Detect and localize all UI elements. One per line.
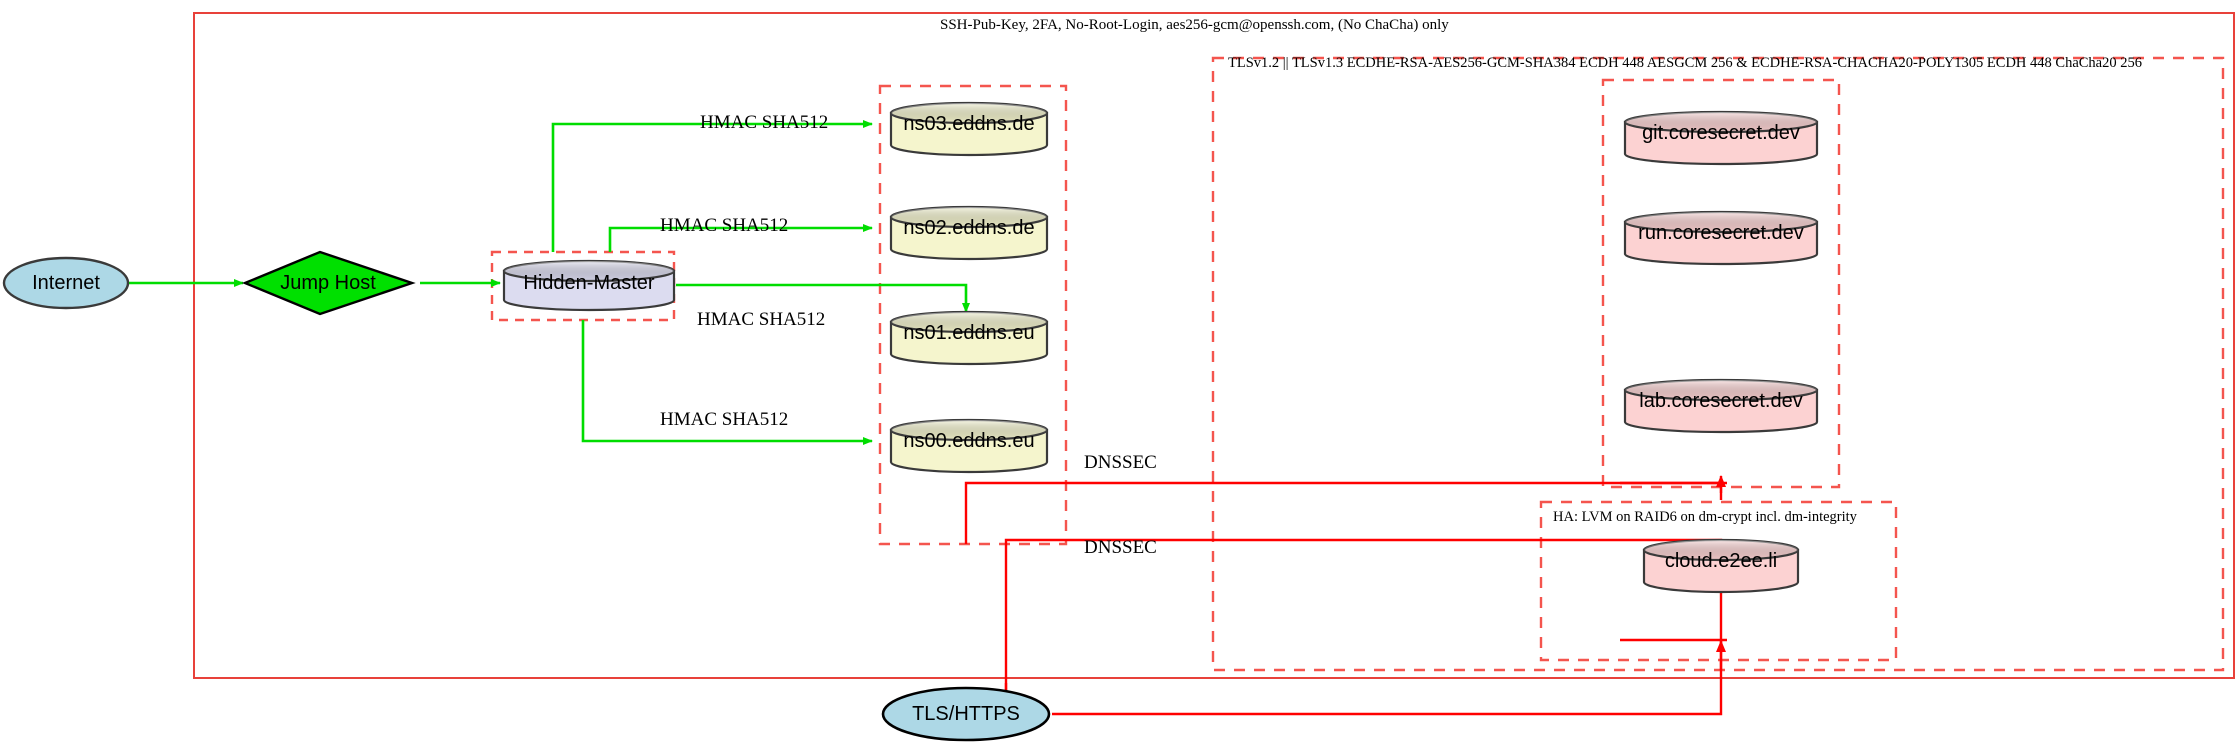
node-cloud-e2ee[interactable] (1642, 538, 1800, 594)
node-label-internet: Internet (32, 272, 100, 294)
node-label-ns00: ns00.eddns.eu (903, 430, 1035, 452)
node-label-ns02: ns02.eddns.de (903, 217, 1035, 239)
node-label-jump-host: Jump Host (280, 272, 376, 294)
node-lab-coresecret[interactable] (1623, 378, 1819, 434)
node-label-ns03: ns03.eddns.de (903, 113, 1035, 135)
node-git-coresecret[interactable] (1623, 110, 1819, 166)
edge-master-ns02 (608, 224, 873, 252)
node-label-tls-https: TLS/HTTPS (912, 703, 1020, 725)
edge-label-hmac-3: HMAC SHA512 (697, 309, 826, 330)
node-hidden-master[interactable] (502, 259, 676, 312)
tls-cluster-box (1211, 56, 2225, 672)
edge-master-ns01 (676, 283, 970, 313)
node-ns03[interactable] (889, 101, 1049, 157)
node-jump-host[interactable] (241, 250, 416, 316)
edge-label-dnssec-2: DNSSEC (1084, 537, 1157, 558)
node-label-cloud-e2ee: cloud.e2ee.li (1664, 550, 1778, 572)
tls-cluster-label: TLSv1.2 || TLSv1.3 ECDHE-RSA-AES256-GCM-… (1228, 55, 2142, 71)
edge-master-ns00 (581, 320, 873, 445)
edge-label-hmac-4: HMAC SHA512 (660, 409, 789, 430)
edge-label-hmac-2: HMAC SHA512 (660, 215, 789, 236)
node-label-git-coresecret: git.coresecret.dev (1642, 122, 1800, 144)
edge-label-dnssec-1: DNSSEC (1084, 452, 1157, 473)
edge-dnssec-2 (1004, 538, 1723, 700)
edge-master-ns03 (551, 120, 873, 252)
edge-label-hmac-1: HMAC SHA512 (700, 112, 829, 133)
edge-tls-right-route (1052, 651, 1723, 716)
node-label-ns01: ns01.eddns.eu (903, 322, 1035, 344)
ha-cluster-label: HA: LVM on RAID6 on dm-crypt incl. dm-in… (1553, 509, 1857, 525)
outer-cluster-label: SSH-Pub-Key, 2FA, No-Root-Login, aes256-… (940, 17, 1449, 33)
outer-cluster-frame (193, 12, 2235, 679)
ha-cluster-box (1539, 500, 1898, 662)
node-ns01[interactable] (889, 310, 1049, 366)
node-label-hidden-master: Hidden-Master (523, 272, 655, 294)
node-ns02[interactable] (889, 205, 1049, 261)
node-label-lab-coresecret: lab.coresecret.dev (1639, 390, 1803, 412)
node-label-run-coresecret: run.coresecret.dev (1638, 222, 1804, 244)
node-run-coresecret[interactable] (1623, 210, 1819, 266)
node-internet[interactable] (2, 256, 130, 310)
node-tls-https[interactable] (881, 686, 1051, 742)
node-ns00[interactable] (889, 418, 1049, 474)
